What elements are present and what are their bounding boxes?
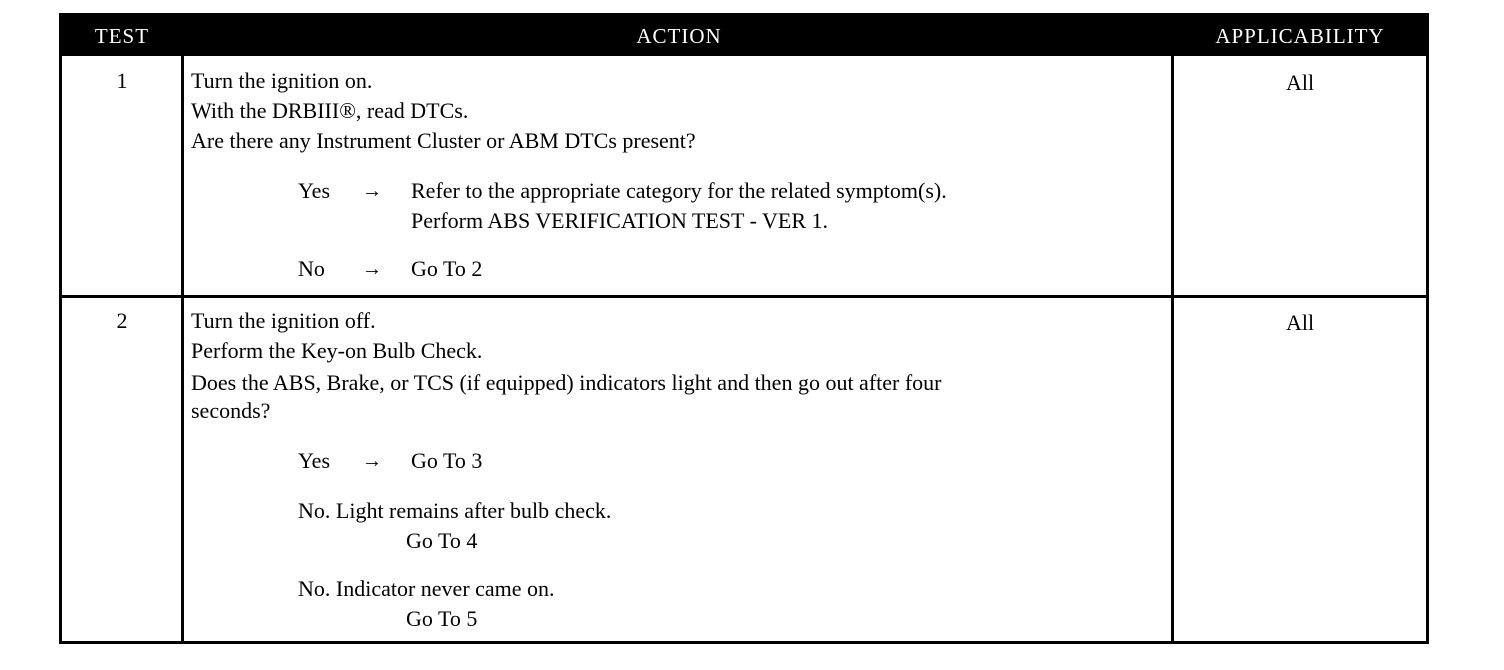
action-line: Are there any Instrument Cluster or ABM … xyxy=(191,128,696,153)
no-goto: Go To 2 xyxy=(411,256,483,281)
diagnostic-table: TEST ACTION APPLICABILITY 1 Turn the ign… xyxy=(59,13,1429,644)
yes-label: Yes xyxy=(298,178,331,203)
action-line: Turn the ignition off. xyxy=(191,308,376,333)
header-action: ACTION xyxy=(636,24,722,48)
action-line: With the DRBIII®, read DTCs. xyxy=(191,98,469,123)
no-label: No xyxy=(298,256,325,281)
action-line: Perform the Key-on Bulb Check. xyxy=(191,338,483,363)
no-goto: Go To 4 xyxy=(406,528,478,553)
action-line: Turn the ignition on. xyxy=(191,68,373,93)
arrow-icon: → xyxy=(362,258,382,280)
yes-goto: Go To 3 xyxy=(411,448,483,473)
applicability-value: All xyxy=(1285,310,1315,335)
test-number: 2 xyxy=(116,308,128,333)
yes-label: Yes xyxy=(298,448,331,473)
no-label: No. Light remains after bulb check. xyxy=(298,498,612,523)
action-line: seconds? xyxy=(191,398,271,423)
action-line: Does the ABS, Brake, or TCS (if equipped… xyxy=(191,370,942,395)
header-test: TEST xyxy=(94,24,150,48)
yes-result: Refer to the appropriate category for th… xyxy=(411,178,947,203)
applicability-value: All xyxy=(1285,70,1315,95)
header-applicability: APPLICABILITY xyxy=(1215,24,1385,48)
test-number: 1 xyxy=(116,68,128,93)
no-goto: Go To 5 xyxy=(406,606,478,631)
arrow-icon: → xyxy=(362,450,382,472)
no-label: No. Indicator never came on. xyxy=(298,576,555,601)
table-header: TEST ACTION APPLICABILITY xyxy=(62,16,1426,56)
column-divider-test xyxy=(181,56,184,641)
column-divider-applicability xyxy=(1171,56,1174,641)
yes-result: Perform ABS VERIFICATION TEST - VER 1. xyxy=(411,208,829,233)
row-divider xyxy=(62,295,1426,298)
arrow-icon: → xyxy=(362,180,382,202)
